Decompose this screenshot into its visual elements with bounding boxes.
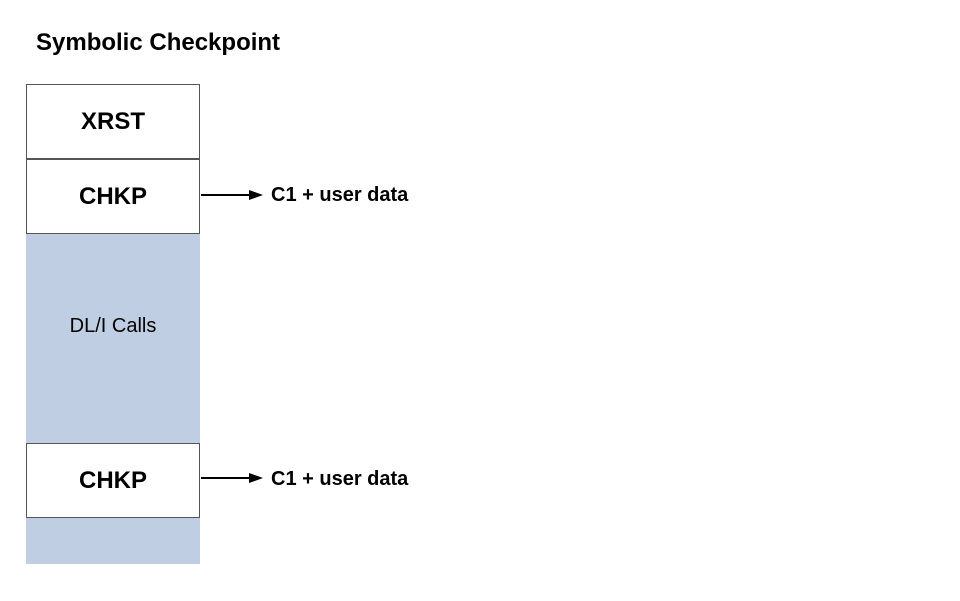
xrst-label: XRST — [80, 107, 145, 135]
dli-calls-label: DL/I Calls — [69, 315, 157, 337]
diagram-title: Symbolic Checkpoint — [36, 29, 281, 56]
arrow-right-icon — [201, 473, 263, 483]
chkp-box-2: CHKP — [26, 443, 200, 518]
chkp-label-2: CHKP — [78, 466, 147, 494]
arrow-right-icon — [201, 190, 263, 200]
chkp-annotation-1: C1 + user data — [271, 184, 409, 206]
xrst-box: XRST — [26, 84, 200, 159]
chkp-label-1: CHKP — [78, 182, 147, 210]
chkp-annotation-2: C1 + user data — [271, 468, 409, 490]
chkp-box-1: CHKP — [26, 159, 200, 234]
